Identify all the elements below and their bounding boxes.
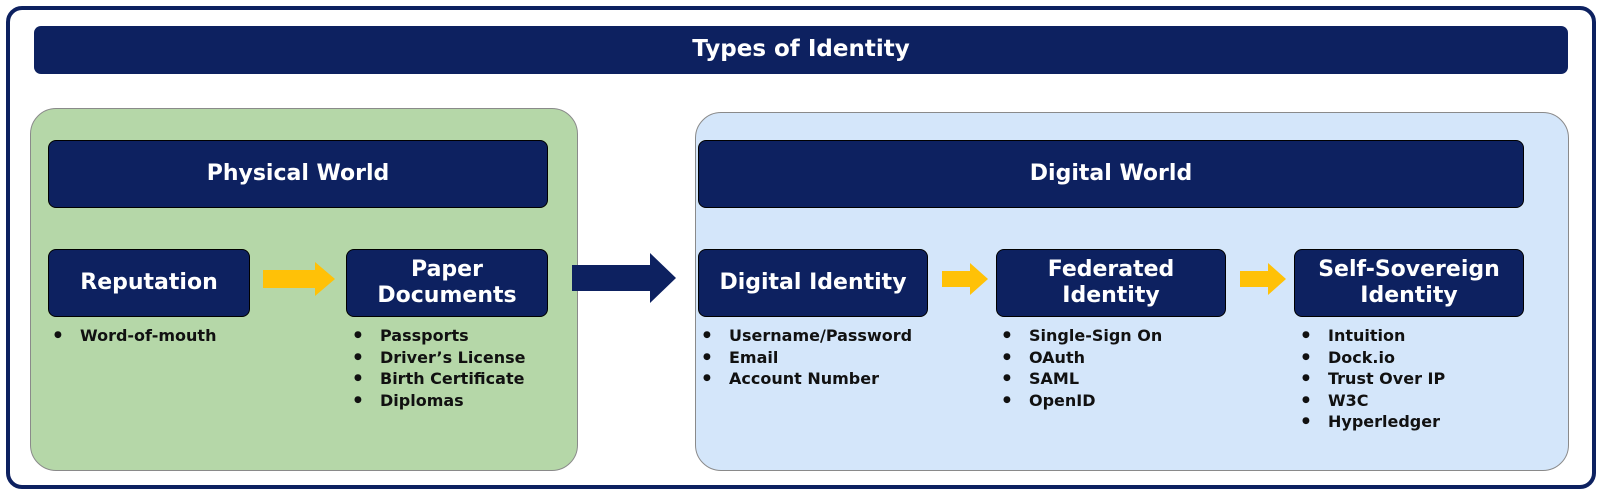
list-item: Word-of-mouth bbox=[52, 325, 216, 347]
list-item: Email bbox=[701, 347, 912, 369]
list-item: Intuition bbox=[1300, 325, 1445, 347]
list-item: Driver’s License bbox=[352, 347, 525, 369]
list-item: Username/Password bbox=[701, 325, 912, 347]
reputation-box: Reputation bbox=[48, 249, 250, 317]
list-item: Diplomas bbox=[352, 390, 525, 412]
list-item: Hyperledger bbox=[1300, 411, 1445, 433]
federated-title-line2: Identity bbox=[1062, 283, 1160, 308]
self-sovereign-identity-box: Self-Sovereign Identity bbox=[1294, 249, 1524, 317]
federated-identity-list: Single-Sign On OAuth SAML OpenID bbox=[1001, 325, 1162, 411]
digital-identity-list: Username/Password Email Account Number bbox=[701, 325, 912, 390]
reputation-list: Word-of-mouth bbox=[52, 325, 216, 347]
self-sovereign-title-line2: Identity bbox=[1360, 283, 1458, 308]
digital-world-header: Digital World bbox=[698, 140, 1524, 208]
list-item: Single-Sign On bbox=[1001, 325, 1162, 347]
digital-identity-box: Digital Identity bbox=[698, 249, 928, 317]
list-item: Birth Certificate bbox=[352, 368, 525, 390]
paper-documents-title-line1: Paper bbox=[411, 256, 483, 282]
list-item: Passports bbox=[352, 325, 525, 347]
federated-title-line1: Federated bbox=[1047, 256, 1175, 282]
list-item: OAuth bbox=[1001, 347, 1162, 369]
paper-documents-title-line2: Documents bbox=[377, 283, 517, 308]
list-item: OpenID bbox=[1001, 390, 1162, 412]
paper-documents-box: Paper Documents bbox=[346, 249, 548, 317]
arrow-digital-to-federated bbox=[942, 263, 988, 295]
physical-world-header: Physical World bbox=[48, 140, 548, 208]
arrow-physical-to-digital bbox=[572, 253, 676, 303]
self-sovereign-title-line1: Self-Sovereign bbox=[1318, 256, 1500, 282]
list-item: W3C bbox=[1300, 390, 1445, 412]
paper-documents-list: Passports Driver’s License Birth Certifi… bbox=[352, 325, 525, 411]
diagram-title: Types of Identity bbox=[34, 26, 1568, 74]
list-item: SAML bbox=[1001, 368, 1162, 390]
arrow-reputation-to-paper bbox=[263, 262, 335, 296]
list-item: Account Number bbox=[701, 368, 912, 390]
federated-identity-box: Federated Identity bbox=[996, 249, 1226, 317]
arrow-federated-to-self-sovereign bbox=[1240, 263, 1286, 295]
list-item: Dock.io bbox=[1300, 347, 1445, 369]
list-item: Trust Over IP bbox=[1300, 368, 1445, 390]
self-sovereign-identity-list: Intuition Dock.io Trust Over IP W3C Hype… bbox=[1300, 325, 1445, 433]
